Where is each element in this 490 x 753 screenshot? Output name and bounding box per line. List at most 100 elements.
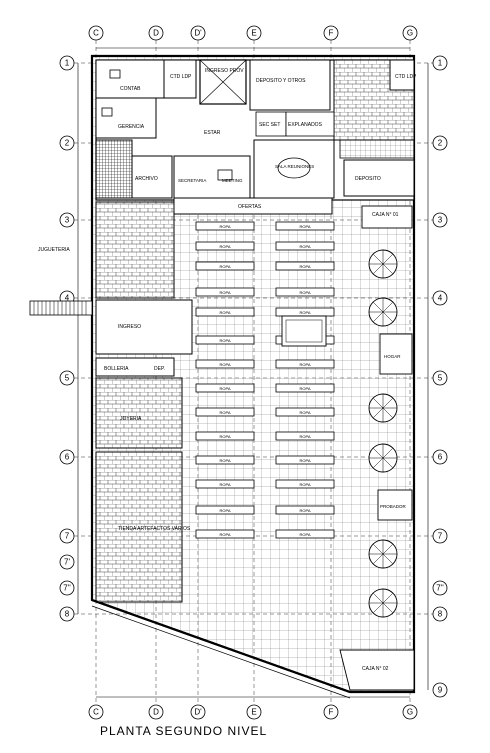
axis-E-top: E [251, 29, 256, 38]
axis-C-bottom: C [93, 708, 99, 717]
round-display-5 [368, 539, 398, 569]
row-4-right: 4 [438, 294, 443, 303]
top-axis-bubbles: C D D' E F G [88, 25, 418, 41]
shelf-label-right-7: ROPA [299, 386, 310, 391]
row-2-right: 2 [438, 139, 443, 148]
room-ingreso: INGRESO [118, 324, 141, 330]
row-3-left: 3 [65, 216, 70, 225]
room-ingreso-prov: INGRESO PROV [205, 68, 244, 74]
shelf-label-left-0: ROPA [219, 224, 230, 229]
room-bolleria: BOLLERIA [104, 366, 129, 372]
axis-F-top: F [329, 29, 334, 38]
round-display-6 [368, 588, 398, 618]
room-archivo: ARCHIVO [135, 176, 158, 182]
shelf-label-left-4: ROPA [219, 310, 230, 315]
row-7pp-right: 7'' [436, 584, 444, 593]
shelf-right-6 [275, 359, 335, 369]
room-caja: CAJA N° 01 [372, 212, 399, 218]
shelf-right-12 [275, 505, 335, 515]
shelf-label-right-12: ROPA [299, 508, 310, 513]
room-sala-reuniones: SALA REUNIONES [275, 164, 314, 169]
round-display-4 [368, 443, 398, 473]
row-7-right: 7 [438, 532, 443, 541]
admin-block [95, 59, 415, 215]
shelf-label-left-13: ROPA [219, 532, 230, 537]
shelf-left-7 [195, 383, 255, 393]
shelf-label-left-6: ROPA [219, 362, 230, 367]
row-8-right: 8 [438, 610, 443, 619]
dimension-lines [77, 47, 429, 698]
shelf-label-left-10: ROPA [219, 458, 230, 463]
round-display-2 [368, 297, 398, 327]
row-6-left: 6 [65, 453, 70, 462]
row-5-right: 5 [438, 374, 443, 383]
shelf-label-right-13: ROPA [299, 532, 310, 537]
shelf-right-3 [275, 287, 335, 297]
axis-G-top: G [407, 29, 413, 38]
room-estar: ESTAR [204, 130, 221, 136]
row-1-right: 1 [438, 59, 443, 68]
shelf-label-left-7: ROPA [219, 386, 230, 391]
round-display-1 [368, 249, 398, 279]
room-hogar: HOGAR [384, 354, 401, 359]
room-secretaria: SECRETARIA [178, 178, 206, 183]
shelf-label-left-11: ROPA [219, 482, 230, 487]
shelf-label-left-5: ROPA [219, 338, 230, 343]
admin-labels: CTD LDP INGRESO PROV DEPOSITO Y OTROS CT… [118, 68, 417, 210]
axis-C-top: C [93, 29, 99, 38]
shelving-rows: ROPA ROPA ROPA ROPA ROPA ROPA ROPA ROPA ROPA ROPA… [195, 221, 335, 539]
shelf-left-6 [195, 359, 255, 369]
left-shops: BOLLERIA DEP. JOYERIA TIENDA ARTEFACTOS … [38, 201, 191, 603]
shelf-label-right-11: ROPA [299, 482, 310, 487]
left-axis-bubbles: 1 2 3 4 5 6 7 7' 7'' 8 [59, 55, 75, 622]
row-4-left: 4 [65, 294, 70, 303]
room-probador: PROBADOR [380, 504, 407, 509]
shelf-left-1 [195, 241, 255, 251]
room-ctd-ldp: CTD LDP [170, 74, 192, 80]
shelf-left-11 [195, 479, 255, 489]
bottom-axis-bubbles: C D D' E F G [88, 704, 418, 720]
row-1-left: 1 [65, 59, 70, 68]
axis-D-top: D [153, 29, 159, 38]
shelf-label-left-1: ROPA [219, 244, 230, 249]
row-9-right: 9 [438, 686, 443, 695]
plan-title: PLANTA SEGUNDO NIVEL [100, 724, 268, 738]
shelf-left-9 [195, 431, 255, 441]
shelf-left-8 [195, 407, 255, 417]
room-sec-set: SEC SET [259, 122, 280, 128]
room-gerencia: GERENCIA [118, 124, 145, 130]
row-7pp-left: 7'' [63, 584, 71, 593]
shelf-label-right-1: ROPA [299, 244, 310, 249]
display-tables [368, 249, 398, 618]
axis-G-bottom: G [407, 708, 413, 717]
shelf-left-3 [195, 287, 255, 297]
right-counters: CAJA N° 01 HOGAR PROBADOR CAJA N° 02 [281, 205, 415, 691]
shelf-left-12 [195, 505, 255, 515]
shelf-left-5 [195, 335, 255, 345]
row-6-right: 6 [438, 453, 443, 462]
shelf-right-10 [275, 455, 335, 465]
shelf-label-left-3: ROPA [219, 290, 230, 295]
room-joyeria: JOYERIA [120, 416, 142, 422]
shelf-left-0 [195, 221, 255, 231]
shelf-right-11 [275, 479, 335, 489]
room-dep: DEP. [154, 366, 165, 372]
room-ctd-ldp-2: CTD LDP [395, 74, 417, 80]
round-display-3 [368, 393, 398, 423]
axis-Dp-top: D' [194, 29, 202, 38]
shelf-label-left-8: ROPA [219, 410, 230, 415]
shelf-right-1 [275, 241, 335, 251]
shelf-label-left-12: ROPA [219, 508, 230, 513]
shelf-label-right-6: ROPA [299, 362, 310, 367]
room-caja-2: CAJA N° 02 [362, 666, 389, 672]
entrance-stairs: INGRESO [29, 299, 193, 355]
shelf-label-right-3: ROPA [299, 290, 310, 295]
row-5-left: 5 [65, 374, 70, 383]
shelf-left-13 [195, 529, 255, 539]
shelf-label-right-8: ROPA [299, 410, 310, 415]
right-axis-bubbles: 1 2 3 4 5 6 7 7'' 8 9 [432, 55, 448, 698]
shelf-right-9 [275, 431, 335, 441]
shelf-left-4 [195, 307, 255, 317]
shelf-label-left-2: ROPA [219, 264, 230, 269]
